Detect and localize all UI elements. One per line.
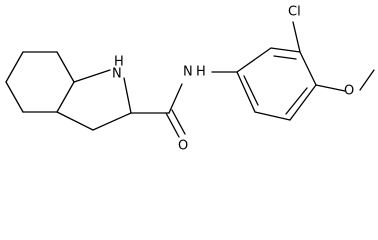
cyclohexane-ring — [5, 51, 75, 113]
indoline-nh-label: H — [114, 55, 124, 70]
indoline-n-label: N — [112, 67, 122, 82]
methoxy-oxygen-label: O — [344, 84, 354, 99]
pyrrolidine-ring — [56, 69, 132, 131]
amide-nh-label: H — [196, 65, 206, 80]
amide-n-label: N — [183, 65, 193, 80]
benzene-ring — [236, 47, 317, 121]
amide-group — [130, 71, 238, 138]
molecule-structure: H N N H Cl O O — [5, 5, 375, 154]
carbonyl-oxygen-label: O — [178, 139, 188, 154]
substituent-bonds — [292, 21, 375, 92]
chlorine-label: Cl — [288, 5, 301, 20]
